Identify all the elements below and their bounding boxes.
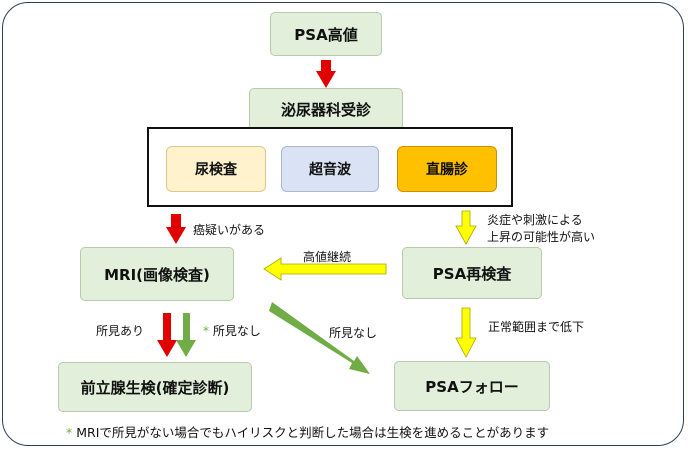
arrow-normal-range — [455, 307, 477, 358]
label-inflammation-line1: 炎症や刺激による — [487, 213, 583, 227]
footnote: * MRIで所見がない場合でもハイリスクと判断した場合は生検を進めることがありま… — [66, 422, 549, 441]
label-finding-no: * 所見なし — [203, 322, 261, 339]
label-finding-yes: 所見あり — [96, 324, 145, 338]
footnote-text: MRIで所見がない場合でもハイリスクと判断した場合は生検を進めることがあります — [76, 425, 550, 440]
footnote-asterisk: * — [66, 425, 73, 440]
node-urology: 泌尿器科受診 — [249, 88, 403, 130]
node-psa-retest: PSA再検査 — [402, 247, 542, 299]
node-biopsy: 前立腺生検(確定診断) — [58, 362, 252, 412]
node-urine-test: 尿検査 — [166, 146, 266, 192]
arrow-high-continue — [263, 257, 387, 281]
label-finding-no-diagonal: 所見なし — [329, 326, 378, 340]
node-psa-high: PSA高値 — [270, 12, 382, 56]
arrow-to-mri — [166, 214, 186, 244]
label-normal-range: 正常範囲まで低下 — [488, 320, 585, 334]
arrow-finding-yes — [157, 313, 177, 357]
label-finding-no-text: 所見なし — [212, 324, 261, 338]
label-inflammation-line2: 上昇の可能性が高い — [487, 230, 596, 244]
node-ultrasound: 超音波 — [281, 146, 379, 192]
asterisk-mark: * — [203, 324, 209, 338]
arrow-finding-no-to-biopsy — [176, 313, 196, 357]
node-psa-follow: PSAフォロー — [394, 361, 550, 411]
label-cancer-suspected: 癌疑いがある — [193, 223, 266, 237]
node-rectal-exam: 直腸診 — [397, 146, 497, 192]
arrow-mri-to-follow — [269, 302, 370, 374]
arrow-to-psa-retest — [455, 210, 477, 245]
arrow-psa-to-urology — [316, 60, 336, 88]
node-mri: MRI(画像検査) — [80, 247, 234, 301]
label-stays-high: 高値継続 — [303, 250, 352, 264]
